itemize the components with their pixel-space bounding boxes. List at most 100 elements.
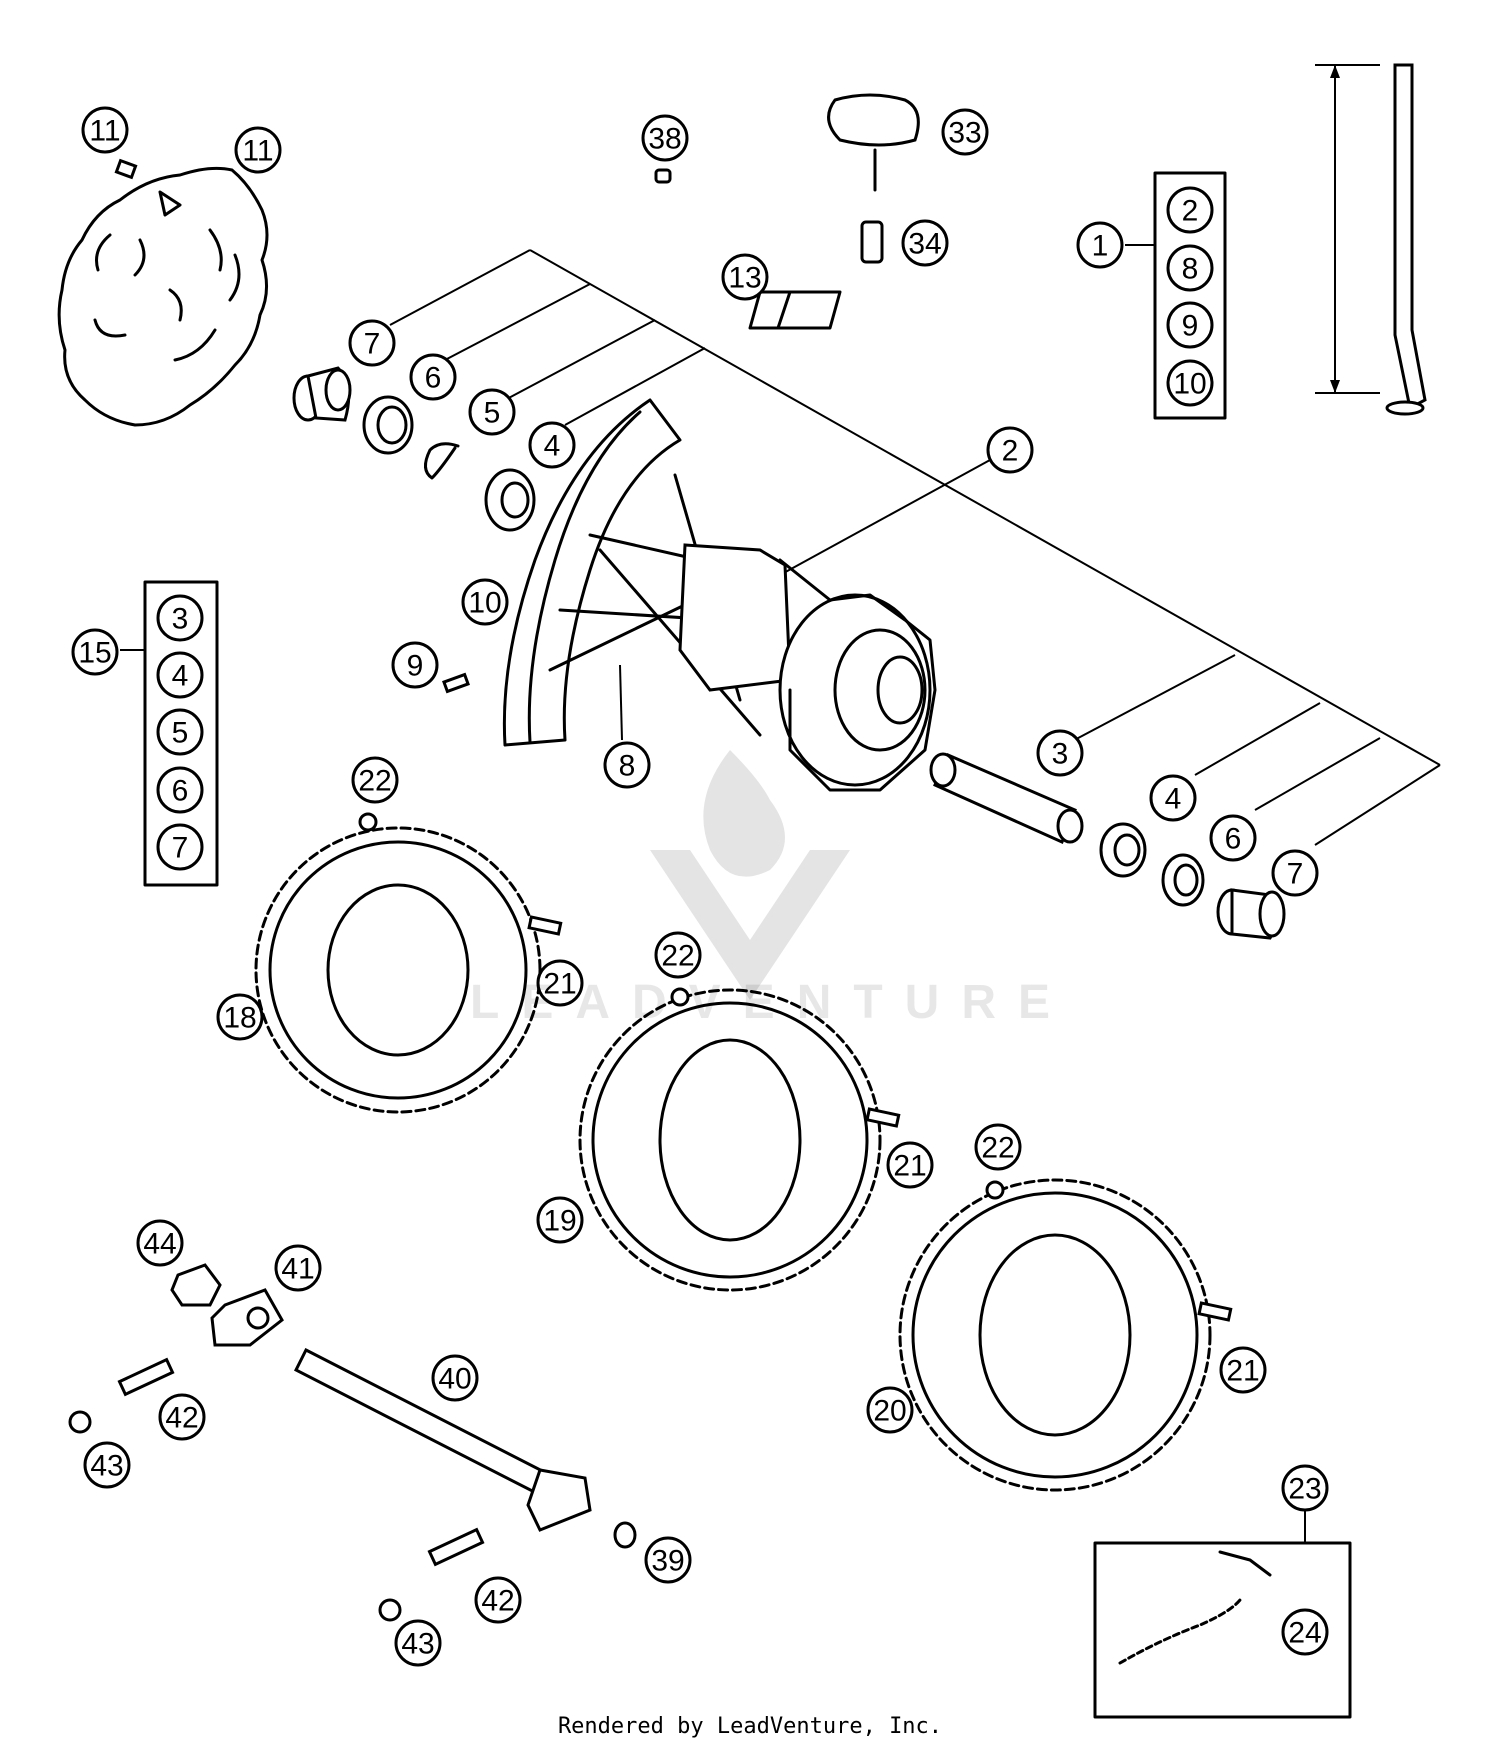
bearing-spacer-7-icon: [292, 366, 352, 422]
distance-sleeve-icon: [929, 752, 1084, 845]
svg-text:41: 41: [281, 1253, 314, 1286]
footer-credit: Rendered by LeadVenture, Inc.: [557, 1714, 943, 1739]
svg-text:4: 4: [172, 660, 189, 693]
svg-text:13: 13: [728, 262, 761, 295]
leader-lines: [120, 64, 1441, 1543]
svg-text:33: 33: [948, 117, 981, 150]
disc-bolt-icon: [114, 158, 138, 180]
group-15-item-4: 4: [156, 651, 204, 699]
axle-icon: [293, 1347, 592, 1532]
watermark-text: LEADVENTURE: [470, 976, 1073, 1029]
svg-text:2: 2: [1002, 435, 1019, 468]
svg-text:6: 6: [425, 362, 442, 395]
callout-4-lower: 4: [1149, 774, 1197, 822]
svg-text:15: 15: [78, 637, 111, 670]
callout-13: 13: [721, 253, 769, 301]
svg-text:22: 22: [661, 940, 694, 973]
spoke-nipple-icon: [442, 672, 470, 694]
svg-text:1: 1: [1092, 230, 1109, 263]
svg-text:44: 44: [143, 1228, 176, 1261]
callout-6-upper: 6: [409, 353, 457, 401]
callout-22-c: 22: [974, 1123, 1022, 1171]
svg-text:40: 40: [438, 1363, 471, 1396]
group-1-item-9: 9: [1166, 301, 1214, 349]
svg-text:2: 2: [1182, 195, 1199, 228]
svg-text:4: 4: [1165, 783, 1182, 816]
callout-44: 44: [136, 1219, 184, 1267]
svg-text:7: 7: [1287, 858, 1304, 891]
callout-42-a: 42: [158, 1393, 206, 1441]
callout-42-b: 42: [474, 1576, 522, 1624]
callout-10: 10: [461, 578, 509, 626]
callout-21-a: 21: [536, 959, 584, 1007]
callout-21-b: 21: [886, 1141, 934, 1189]
svg-text:8: 8: [619, 750, 636, 783]
svg-text:22: 22: [981, 1132, 1014, 1165]
svg-text:11: 11: [89, 115, 120, 148]
group-box-1: [1153, 171, 1227, 420]
callout-22-a: 22: [351, 756, 399, 804]
group-15-item-3: 3: [156, 594, 204, 642]
svg-text:22: 22: [358, 765, 391, 798]
axle-cap-icon: [613, 1521, 637, 1549]
callout-23: 23: [1281, 1464, 1329, 1512]
svg-text:42: 42: [481, 1585, 514, 1618]
callout-4-upper: 4: [528, 421, 576, 469]
rim-tape-icon: [748, 290, 842, 330]
callout-43-b: 43: [394, 1619, 442, 1667]
svg-text:21: 21: [893, 1150, 926, 1183]
group-1-item-2: 2: [1166, 186, 1214, 234]
svg-text:42: 42: [165, 1402, 198, 1435]
callouts: 11 11 38 33 34 13 1 2 8 9 10 7 6 5 4 2 1…: [71, 106, 1329, 1667]
svg-text:20: 20: [873, 1395, 906, 1428]
group-1-item-10: 10: [1166, 359, 1214, 407]
svg-text:5: 5: [484, 397, 501, 430]
svg-text:5: 5: [172, 717, 189, 750]
svg-text:6: 6: [1225, 823, 1242, 856]
svg-text:4: 4: [544, 430, 561, 463]
callout-5-upper: 5: [468, 388, 516, 436]
callout-20: 20: [866, 1386, 914, 1434]
svg-text:21: 21: [543, 968, 576, 1001]
svg-text:3: 3: [172, 603, 189, 636]
callout-43-a: 43: [83, 1441, 131, 1489]
callout-6-lower: 6: [1209, 814, 1257, 862]
svg-text:7: 7: [172, 832, 189, 865]
group-box-23: [1093, 1541, 1352, 1719]
svg-text:10: 10: [1173, 368, 1206, 401]
rim-lock-icon: [827, 93, 920, 264]
chain-adjuster-icon: [210, 1288, 284, 1347]
seal-6-icon: [362, 395, 414, 455]
spoke-icon: [1385, 63, 1427, 416]
callout-1: 1: [1076, 221, 1124, 269]
svg-text:6: 6: [172, 775, 189, 808]
chain-icon: [1118, 1550, 1272, 1665]
sprocket-18-icon: [254, 826, 542, 1114]
seal-6-right-icon: [1161, 853, 1205, 907]
sprocket-nut-icon: [358, 812, 1005, 1200]
callout-9: 9: [391, 641, 439, 689]
svg-text:38: 38: [648, 123, 681, 156]
svg-text:9: 9: [1182, 310, 1199, 343]
group-1-item-8: 8: [1166, 244, 1214, 292]
sprocket-19-icon: [578, 988, 882, 1292]
svg-text:10: 10: [468, 587, 501, 620]
rim-icon: [502, 398, 682, 747]
sprocket-20-icon: [898, 1178, 1212, 1492]
callout-15: 15: [71, 628, 119, 676]
group-15-item-5: 5: [156, 708, 204, 756]
callout-8: 8: [603, 741, 651, 789]
svg-text:7: 7: [364, 328, 381, 361]
svg-text:34: 34: [908, 228, 941, 261]
callout-12: 11: [81, 106, 129, 154]
callout-24: 24: [1281, 1608, 1329, 1656]
callout-21-c: 21: [1219, 1346, 1267, 1394]
svg-text:19: 19: [543, 1205, 576, 1238]
group-15-item-7: 7: [156, 823, 204, 871]
callout-2: 2: [986, 426, 1034, 474]
callout-33: 33: [941, 108, 989, 156]
callout-11: 11: [234, 126, 282, 174]
svg-text:39: 39: [651, 1545, 684, 1578]
axle-nut-icon: [170, 1263, 222, 1307]
